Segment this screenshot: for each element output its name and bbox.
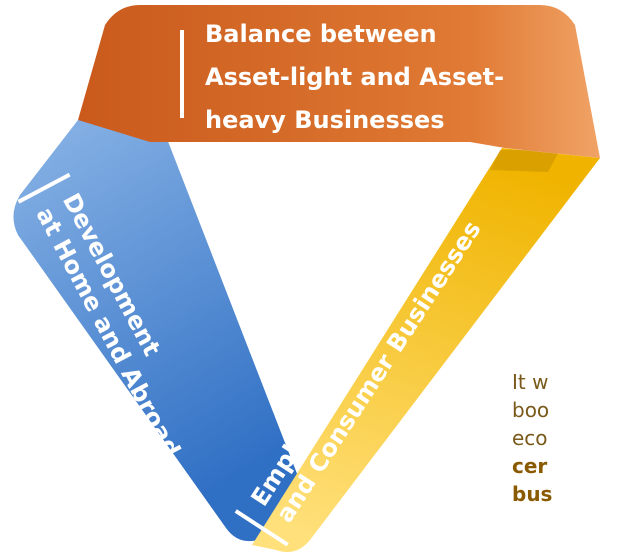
top-band-line-2: Asset-light and Asset- — [205, 63, 504, 91]
side-line-2: boo — [512, 398, 550, 422]
left-band-bar — [17, 172, 71, 204]
left-band — [13, 95, 315, 542]
side-description: It w boo eco cer bus — [512, 368, 623, 508]
side-line-1: It w — [512, 370, 549, 394]
side-line-5: bus — [512, 482, 553, 506]
right-band — [252, 148, 600, 553]
right-band-line-2: and Consumer Businesses — [271, 216, 487, 528]
right-band-text: Emphasis on Municipal and Consumer Busin… — [246, 200, 487, 528]
right-band-label: Emphasis on Municipal and Consumer Busin… — [234, 200, 487, 547]
top-band-bar — [180, 30, 184, 118]
top-band-text: Balance between Asset-light and Asset- h… — [205, 20, 512, 134]
top-band — [78, 5, 600, 158]
right-band-bar — [234, 509, 289, 547]
side-line-3: eco — [512, 426, 548, 450]
side-line-4: cer — [512, 454, 548, 478]
top-band-line-1: Balance between — [205, 20, 437, 48]
top-band-line-3: heavy Businesses — [205, 106, 445, 134]
fold-shadow — [490, 150, 560, 172]
